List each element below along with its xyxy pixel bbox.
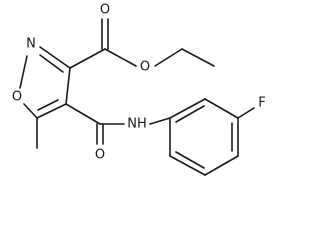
bond-c5-o-ring (23, 103, 38, 119)
bond-nitrogen-aryl (149, 117, 171, 125)
bond-aryl-fluorine (237, 107, 255, 119)
bond-c4-c5-ring-double (36, 103, 67, 119)
bond-n-c3-ring-double (39, 46, 71, 69)
atom-label-fluorine: F (258, 96, 265, 111)
bond-c3-ester-carbon (69, 48, 106, 69)
atom-label-ester-carbonyl-oxygen: O (100, 3, 110, 18)
bond-n-o-ring (19, 55, 28, 89)
atom-label-amide-carbonyl-oxygen: O (95, 148, 105, 163)
bond-aryl-1-2 (169, 98, 206, 119)
bond-aryl-5-6 (169, 155, 206, 176)
bond-c3-c4-ring (65, 67, 71, 105)
bond-c4-amide-carbon (65, 103, 101, 125)
bond-ester-oxygen-ch2 (154, 48, 183, 67)
bond-aryl-inner-3 (175, 151, 205, 169)
bond-n-c3-ring-inner (39, 54, 64, 73)
bond-ethyl-ch2-ch3 (181, 48, 215, 67)
bond-c4-c5-ring-inner (37, 99, 59, 111)
atom-label-layer: N O O O O NH F (12, 3, 266, 163)
bond-aryl-inner-1 (175, 105, 205, 123)
chemical-structure: N O O O O NH F (12, 3, 266, 176)
bond-ester-carbon-oxygen (104, 48, 137, 67)
bond-layer (19, 18, 255, 176)
atom-label-ring-nitrogen: N (26, 37, 36, 52)
bond-aryl-4-5 (204, 155, 239, 176)
bond-aryl-2-3 (204, 98, 239, 119)
atom-label-ester-oxygen: O (140, 60, 150, 75)
atom-label-ring-oxygen: O (12, 90, 22, 105)
atom-label-amide-nh: NH (127, 117, 147, 132)
